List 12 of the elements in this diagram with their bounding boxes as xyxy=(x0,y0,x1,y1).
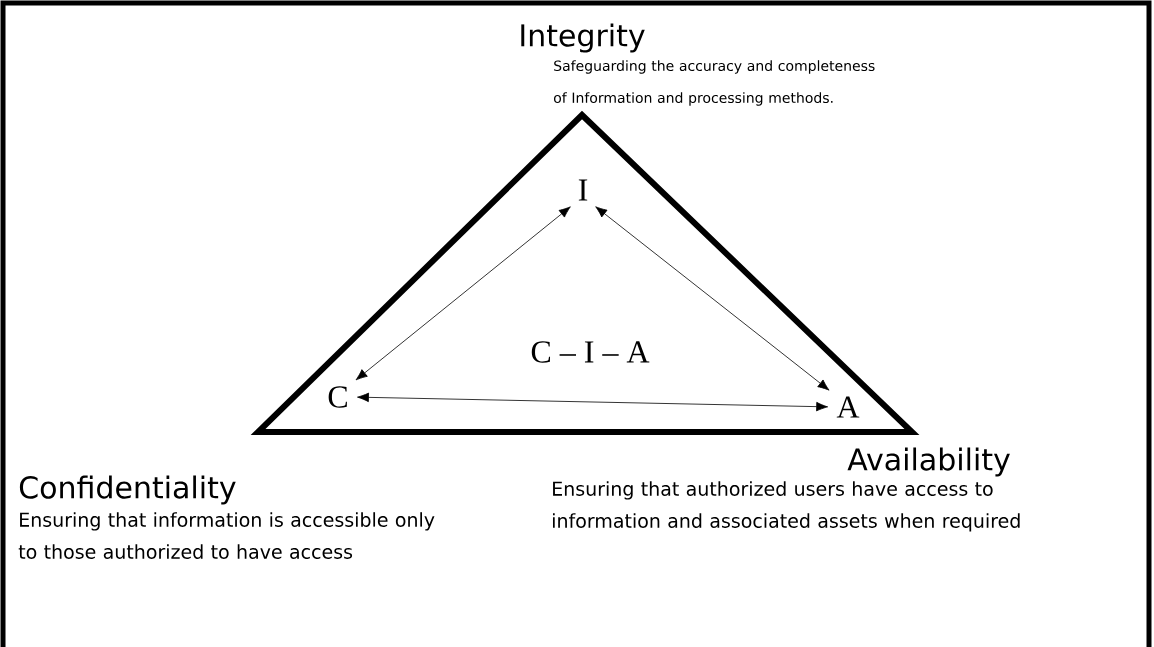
arrow xyxy=(595,206,830,391)
corner-letter: C xyxy=(328,386,347,408)
heading: Confidentiality xyxy=(19,475,236,505)
description: Safeguarding the accuracy and completeness of Information and processing methods. xyxy=(554,60,875,106)
heading: Availability xyxy=(847,447,1010,477)
corner-letter: I xyxy=(578,179,588,201)
arrow xyxy=(355,206,571,381)
description: Ensuring that information is accessible only to those authorized to have access xyxy=(18,512,435,559)
arrow xyxy=(357,392,829,412)
heading: Integrity xyxy=(521,23,645,53)
corner-letter: A xyxy=(836,396,860,418)
description: Ensuring that authorized users have access to information and associated assets when required xyxy=(553,481,1020,532)
